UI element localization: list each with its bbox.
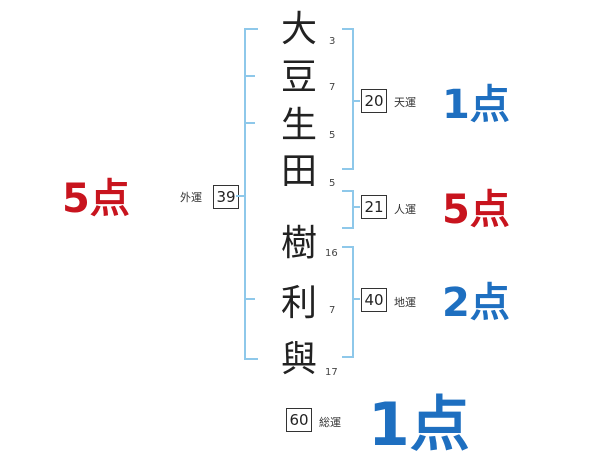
chikaku-score: 2点 — [442, 280, 510, 326]
jinkaku-value-box: 21 — [361, 195, 387, 219]
surname-char-4: 田 — [280, 151, 317, 192]
soukaku-label: 総運 — [319, 416, 341, 429]
jinkaku-label: 人運 — [394, 203, 416, 216]
stroke-count: 7 — [329, 305, 336, 316]
surname-char-2: 豆 — [280, 57, 317, 98]
soukaku-score: 1点 — [368, 390, 470, 460]
tenkaku-score: 1点 — [442, 82, 510, 128]
surname-char-3: 生 — [280, 105, 317, 146]
given-char-2: 利 — [280, 283, 317, 324]
stroke-count: 5 — [329, 178, 336, 189]
stroke-count: 17 — [325, 367, 338, 378]
stroke-count: 7 — [329, 82, 336, 93]
stroke-count: 5 — [329, 130, 336, 141]
gaikaku-label: 外運 — [180, 191, 202, 204]
tenkaku-value-box: 20 — [361, 89, 387, 113]
tenkaku-label: 天運 — [394, 96, 416, 109]
gaikaku-value-box: 39 — [213, 185, 239, 209]
surname-char-1: 大 — [280, 9, 317, 50]
given-char-3: 與 — [280, 339, 317, 380]
stroke-count: 3 — [329, 36, 336, 47]
gaikaku-score: 5点 — [62, 176, 130, 222]
chikaku-value-box: 40 — [361, 288, 387, 312]
soukaku-value-box: 60 — [286, 408, 312, 432]
stroke-count: 16 — [325, 248, 338, 259]
chikaku-label: 地運 — [394, 296, 416, 309]
jinkaku-score: 5点 — [442, 187, 510, 233]
given-char-1: 樹 — [280, 223, 317, 264]
